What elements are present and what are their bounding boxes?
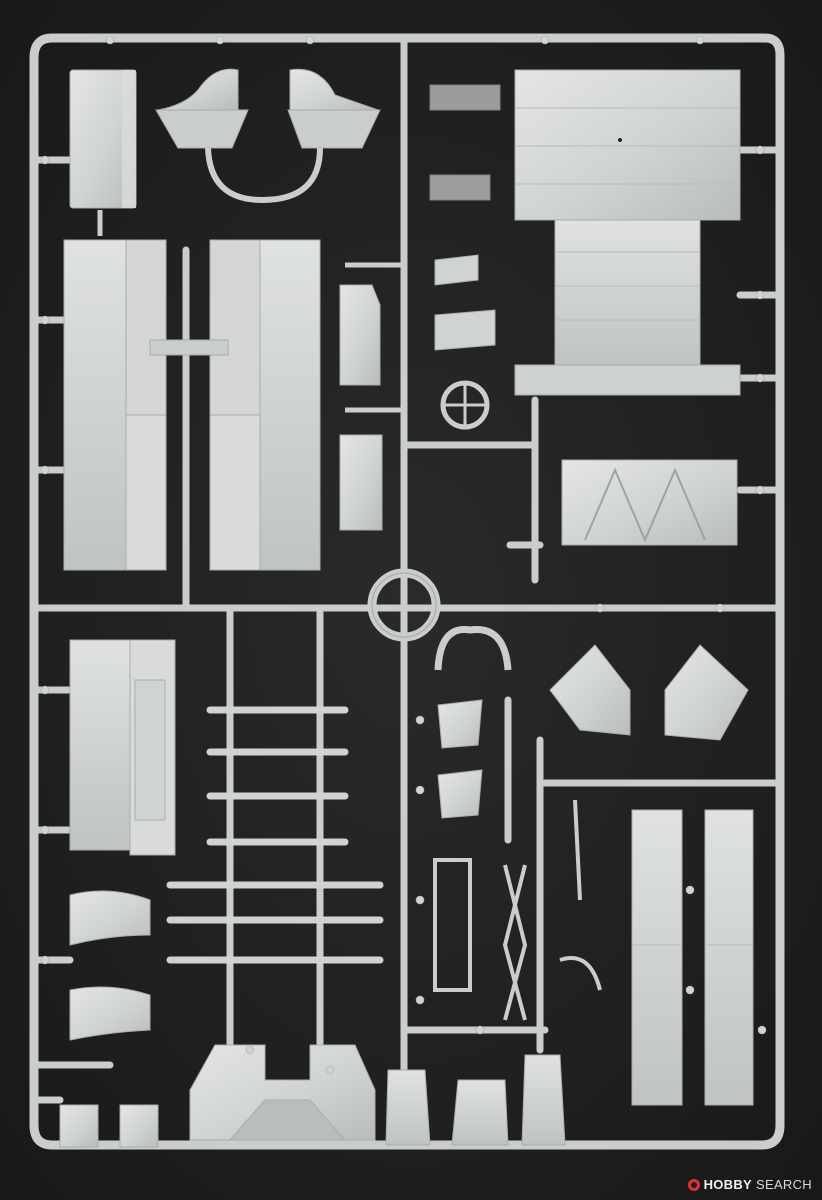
part-seats-bottom [385, 1054, 566, 1146]
part-top-left-panel [69, 69, 137, 236]
part-trapezoid-plates [437, 699, 483, 819]
part-lower-left-panel [69, 639, 176, 856]
part-ladder-rails [166, 706, 384, 964]
sprue-runners [32, 36, 782, 1149]
part-gate-nubs [40, 35, 767, 1075]
part-arch-bracket [434, 626, 512, 671]
watermark-brand: HOBBY [703, 1177, 753, 1192]
watermark-suffix: SEARCH [756, 1177, 812, 1192]
part-linkages [433, 799, 602, 1021]
part-bed-box [561, 459, 738, 546]
part-small-fittings [429, 84, 501, 351]
part-curved-panels [69, 890, 151, 1041]
sprue-center-ring [367, 568, 441, 642]
part-right-lower-long-panels [631, 809, 754, 1106]
part-fenders-top [155, 68, 381, 204]
part-grille-halves [549, 644, 749, 741]
part-seat-base [189, 1044, 376, 1141]
part-right-upper-floor [514, 69, 741, 396]
part-small-squares [59, 1104, 159, 1148]
hobbysearch-watermark: HOBBY SEARCH [687, 1177, 812, 1192]
part-left-long-panels [63, 239, 321, 571]
hobbysearch-logo-icon [687, 1178, 700, 1191]
part-steering-wheel [440, 380, 490, 430]
part-small-upper-center [339, 262, 404, 531]
